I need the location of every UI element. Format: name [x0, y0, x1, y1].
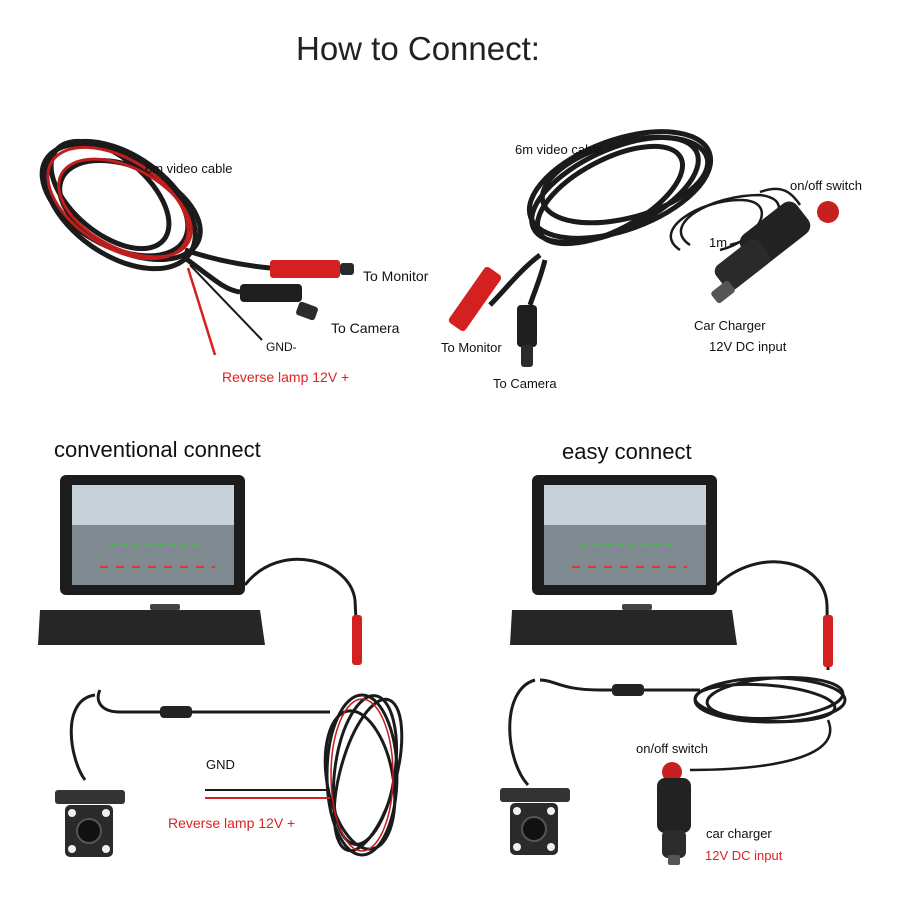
tr-cable-label: 6m video cable — [515, 142, 603, 157]
tr-charger-label: Car Charger — [694, 318, 766, 333]
br-switch-label: on/off switch — [636, 741, 709, 756]
conventional-heading: conventional connect — [54, 437, 261, 462]
tl-to-camera-label: To Camera — [331, 320, 400, 336]
tr-length-label: 1m — [709, 235, 728, 250]
tr-to-monitor-label: To Monitor — [441, 340, 502, 355]
tr-to-camera-label: To Camera — [493, 376, 557, 391]
tl-to-monitor-label: To Monitor — [363, 268, 429, 284]
tr-dc-label: 12V DC input — [709, 339, 787, 354]
tr-switch-label: on/off switch — [790, 178, 863, 193]
br-charger-label: car charger — [706, 826, 772, 841]
tl-gnd-label: GND- — [266, 340, 297, 354]
tl-cable-label: 6m video cable — [145, 161, 233, 176]
bl-gnd-label: GND — [206, 757, 235, 772]
br-dc-label: 12V DC input — [705, 848, 783, 863]
tl-reverse-label: Reverse lamp 12V + — [222, 369, 350, 385]
easy-heading: easy connect — [562, 439, 692, 464]
page-title: How to Connect: — [296, 30, 540, 67]
bl-reverse-label: Reverse lamp 12V + — [168, 815, 296, 831]
